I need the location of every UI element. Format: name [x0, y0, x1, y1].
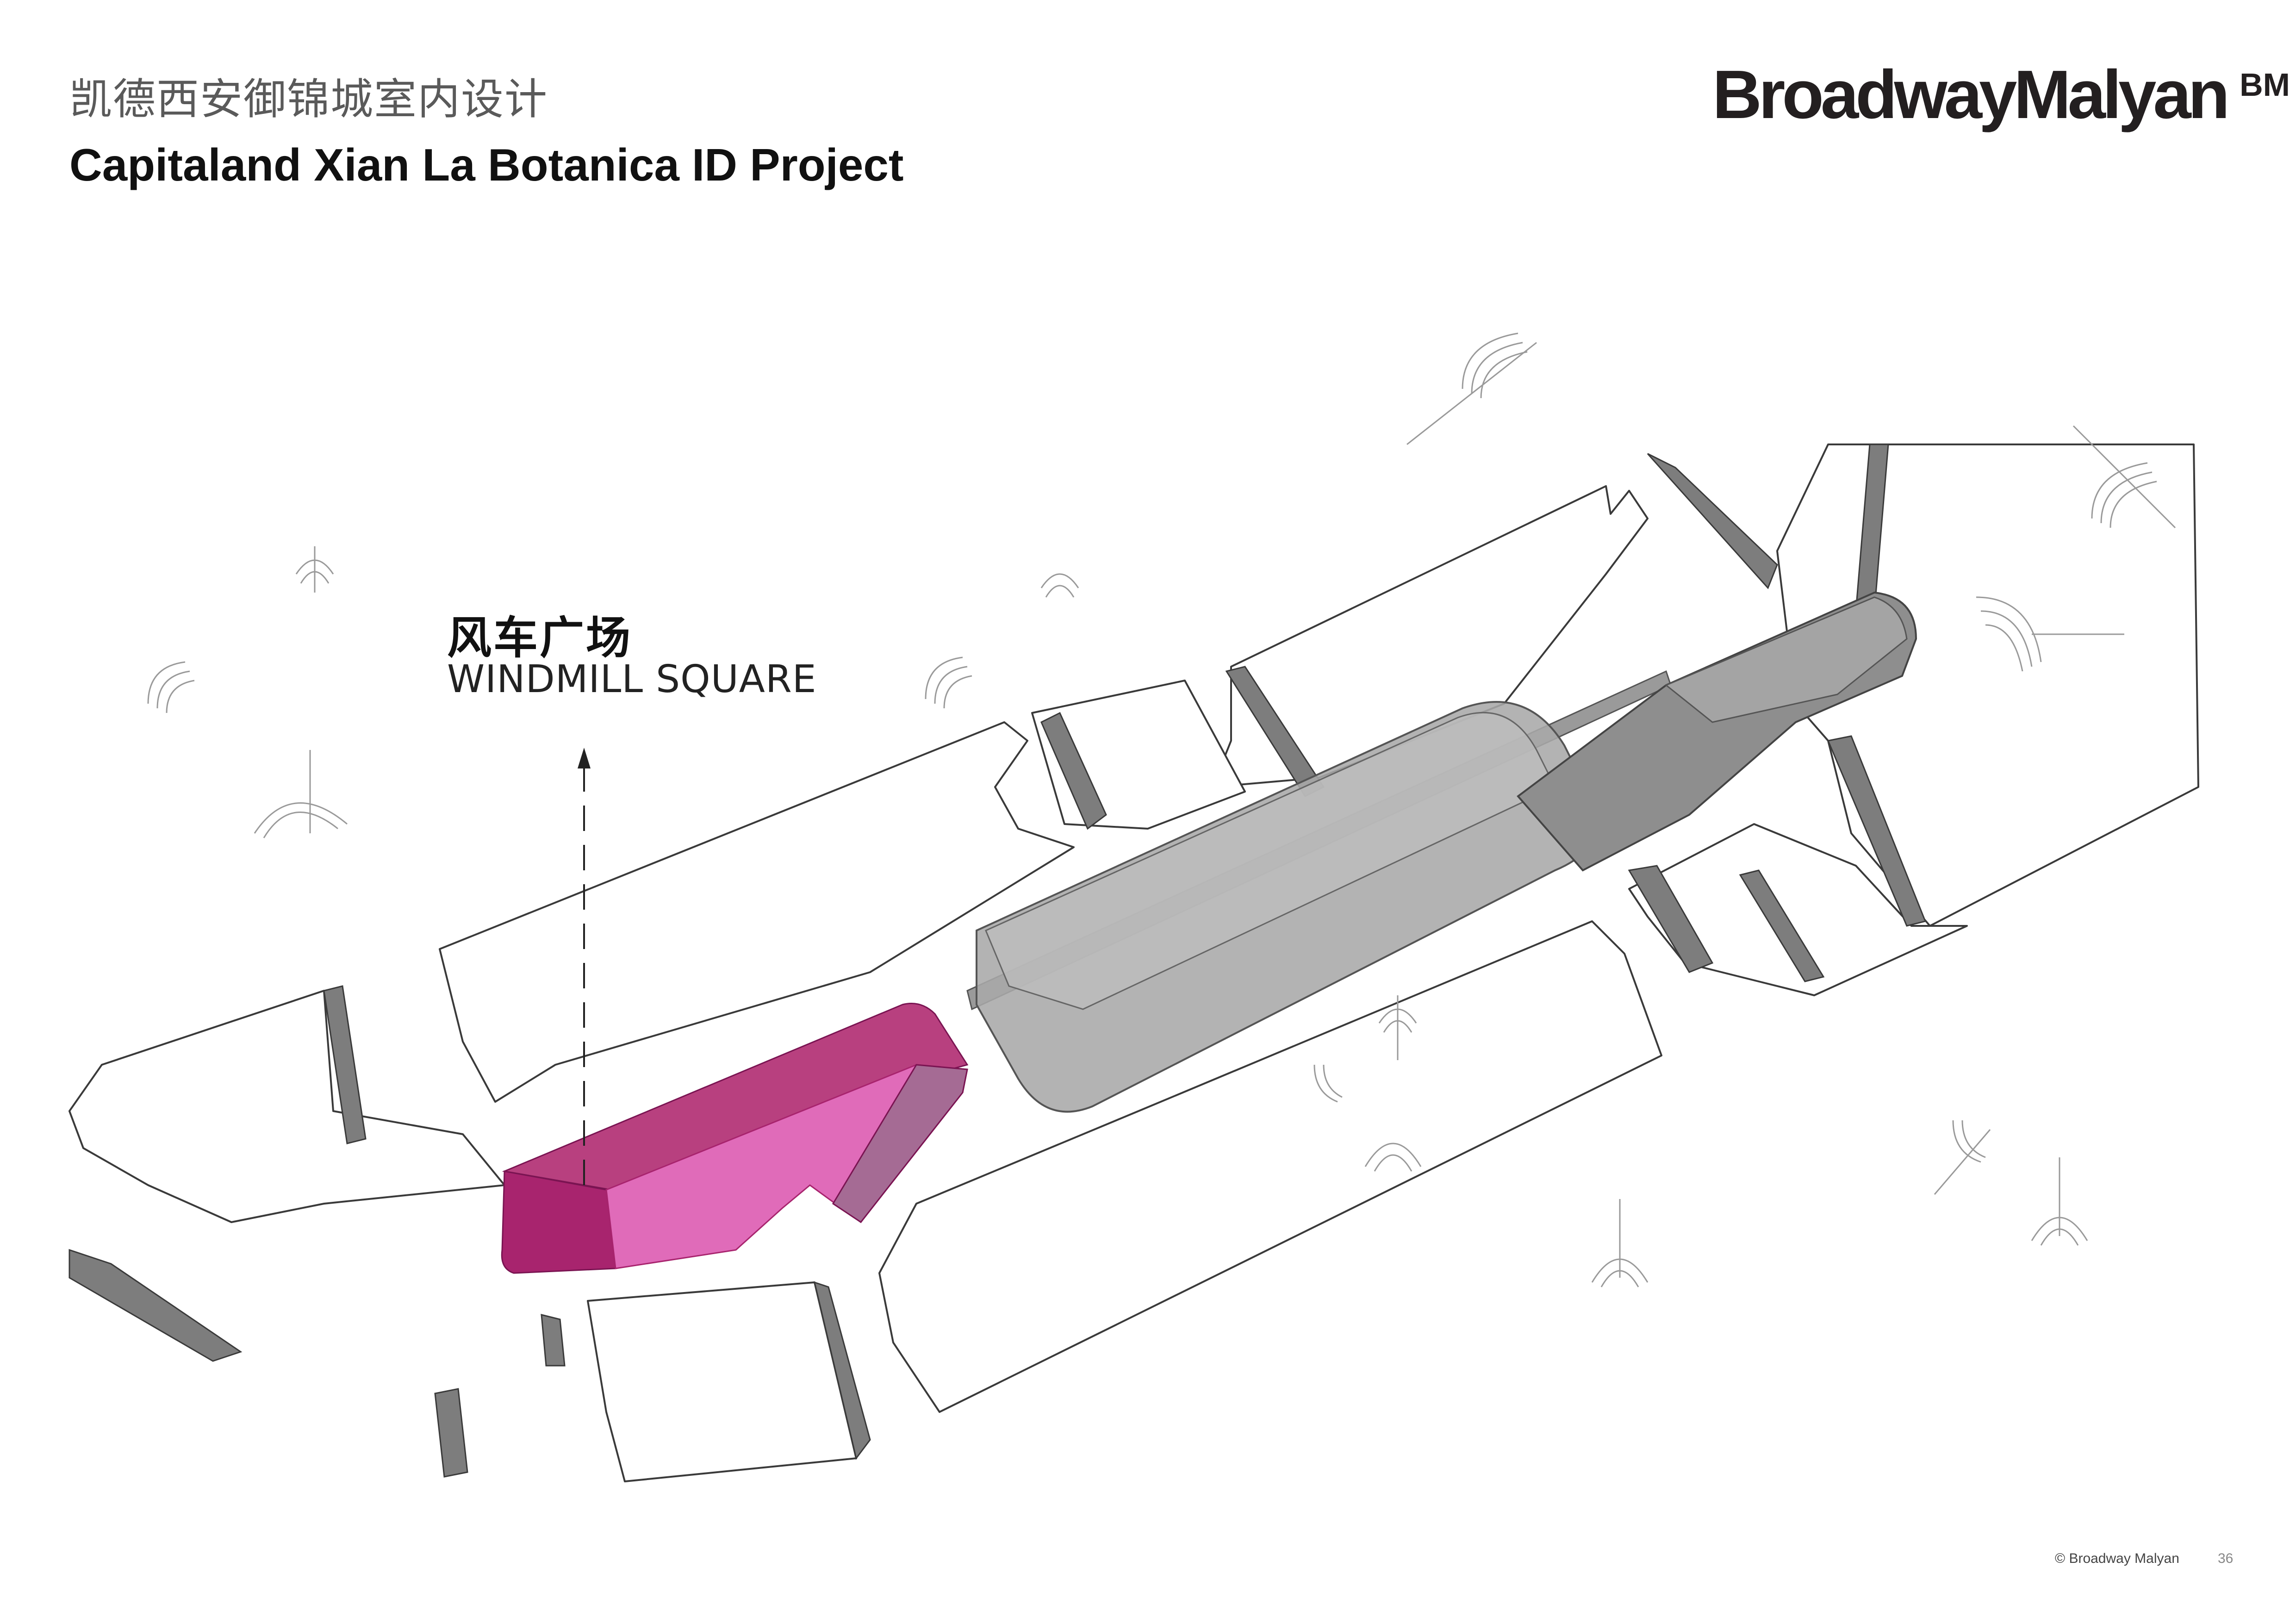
tree-icon [1934, 1120, 1991, 1195]
wall-left-2 [68, 1249, 243, 1362]
wall-left-3 [541, 1314, 566, 1367]
wall-north-east-2 [1647, 453, 1778, 589]
tree-icon [1313, 1064, 1343, 1103]
site-block-north [439, 721, 1075, 1103]
wall-left-1 [323, 985, 367, 1144]
wall-east-2 [1739, 869, 1825, 982]
highlight-front-face [501, 1170, 616, 1274]
pointer-arrowhead [578, 748, 591, 768]
wall-left-4 [434, 1388, 468, 1478]
page-title-cn: 凯德西安御锦城室内设计 [69, 75, 548, 124]
wall-far-east-1 [1827, 735, 1927, 927]
grey-mall-volume [966, 591, 1917, 1113]
tree-symbols [147, 332, 2176, 1287]
windmill-square-label-cn: 风车广场 [447, 612, 632, 664]
windmill-pointer [578, 748, 591, 1185]
tree-icon [1040, 573, 1079, 598]
wall-east-1 [1628, 865, 1714, 973]
page-title-en: Capitaland Xian La Botanica ID Project [69, 139, 904, 190]
site-block-south [878, 920, 1662, 1413]
windmill-square-label-en: WINDMILL SQUARE [447, 657, 817, 701]
tree-icon [925, 656, 972, 709]
wall-north-1 [1040, 712, 1107, 830]
tree-icon [2072, 425, 2176, 529]
site-block-east [1628, 823, 1968, 996]
page-number: 36 [2218, 1551, 2234, 1566]
site-walls [68, 443, 1927, 1478]
tree-icon [1976, 596, 2124, 672]
tree-icon [254, 750, 348, 838]
tree-icon [1406, 332, 1537, 445]
broadway-malyan-logo: BroadwayMalyan BM [1712, 56, 2290, 134]
tree-icon [1378, 995, 1417, 1060]
windmill-square-highlight [501, 1003, 969, 1274]
footer-copyright: © Broadway Malyan [2055, 1551, 2179, 1566]
site-outlines [68, 443, 2199, 1482]
wall-south-1 [813, 1281, 871, 1460]
logo-text: BroadwayMalyan [1712, 56, 2230, 133]
tree-icon [1364, 1143, 1422, 1172]
tree-icon [1591, 1199, 1649, 1287]
tree-icon [2031, 1157, 2088, 1246]
site-block-south-left [587, 1281, 857, 1482]
grey-atrium-top [985, 712, 1556, 1010]
tree-icon [295, 546, 334, 593]
logo-mark: BM [2240, 67, 2290, 103]
highlight-end-face [832, 1064, 968, 1224]
grey-east-wing-top [1665, 596, 1908, 723]
tree-icon [147, 661, 195, 713]
site-block-left [68, 990, 505, 1223]
